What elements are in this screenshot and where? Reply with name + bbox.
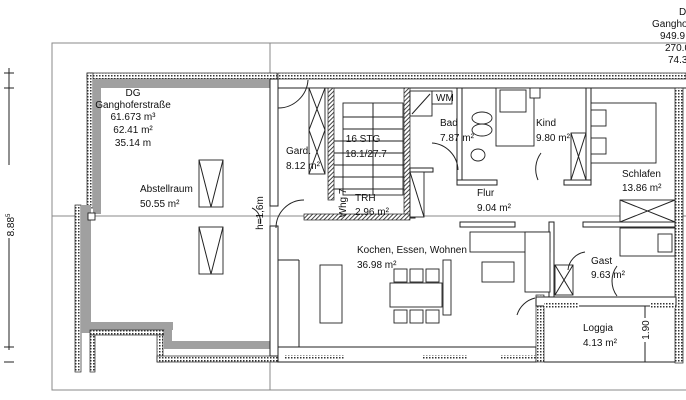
room-kind-area: 9.80 m² <box>536 133 571 144</box>
stair-label: 16 STG <box>346 134 381 145</box>
info-right-street: Ganghof <box>652 19 686 30</box>
info-right-volume: 949.9 <box>660 31 685 42</box>
stair-ratio: 18.1/27.7 <box>345 149 387 160</box>
room-schlafen-area: 13.86 m² <box>622 183 662 194</box>
building-info-right: D Ganghof 949.9 270.0 74.3 <box>652 7 686 66</box>
dimension-loggia-depth: 1.90 <box>641 320 652 340</box>
partition-wall <box>269 78 300 357</box>
info-right-level: D <box>679 7 686 18</box>
room-kochen-name: Kochen, Essen, Wohnen <box>357 245 467 256</box>
room-kochen-area: 36.98 m² <box>357 260 397 271</box>
room-loggia-area: 4.13 m² <box>583 338 618 349</box>
washer-label: WM <box>436 93 454 104</box>
skylights <box>198 159 224 275</box>
room-loggia-name: Loggia <box>583 323 613 334</box>
room-abstellraum-area: 50.55 m² <box>140 199 180 210</box>
building-info: DG Ganghoferstraße 61.673 m³ 62.41 m² 35… <box>95 88 171 149</box>
room-gast-area: 9.63 m² <box>591 270 626 281</box>
info-street: Ganghoferstraße <box>95 100 171 111</box>
room-gast-name: Gast <box>591 256 612 267</box>
room-gard-area: 8.12 m² <box>286 161 321 172</box>
info-perimeter: 35.14 m <box>115 138 151 149</box>
info-level: DG <box>126 88 141 99</box>
room-bad-area: 7.87 m² <box>440 133 475 144</box>
room-gard-name: Gard. <box>286 146 311 157</box>
room-abstellraum-name: Abstellraum <box>140 184 193 195</box>
room-labels: Abstellraum 50.55 m² Gard. 8.12 m² TRH 2… <box>140 93 662 349</box>
furniture <box>319 87 676 324</box>
attic-walls <box>74 72 326 373</box>
room-bad-name: Bad <box>440 118 458 129</box>
room-trh-name: TRH <box>355 193 376 204</box>
info-right-area: 270.0 <box>665 43 686 54</box>
stair <box>334 102 404 196</box>
room-flur-name: Flur <box>477 188 495 199</box>
wardrobes <box>308 87 587 296</box>
headroom-label: h=1,6m <box>255 196 266 230</box>
info-area: 62.41 m² <box>113 125 153 136</box>
loggia-dimension: 1.90 <box>640 305 652 363</box>
doors <box>251 79 618 316</box>
room-schlafen-name: Schlafen <box>622 169 661 180</box>
room-kind-name: Kind <box>536 118 556 129</box>
unit-label: Whg 7 <box>338 188 349 217</box>
room-flur-area: 9.04 m² <box>477 203 512 214</box>
info-volume: 61.673 m³ <box>110 112 156 123</box>
info-right-perimeter: 74.3 <box>668 55 686 66</box>
apartment-walls <box>277 72 686 364</box>
left-dimension: 8.885 <box>4 68 17 363</box>
dimension-left-height: 8.885 <box>6 213 17 236</box>
room-trh-area: 2.96 m² <box>355 207 390 218</box>
